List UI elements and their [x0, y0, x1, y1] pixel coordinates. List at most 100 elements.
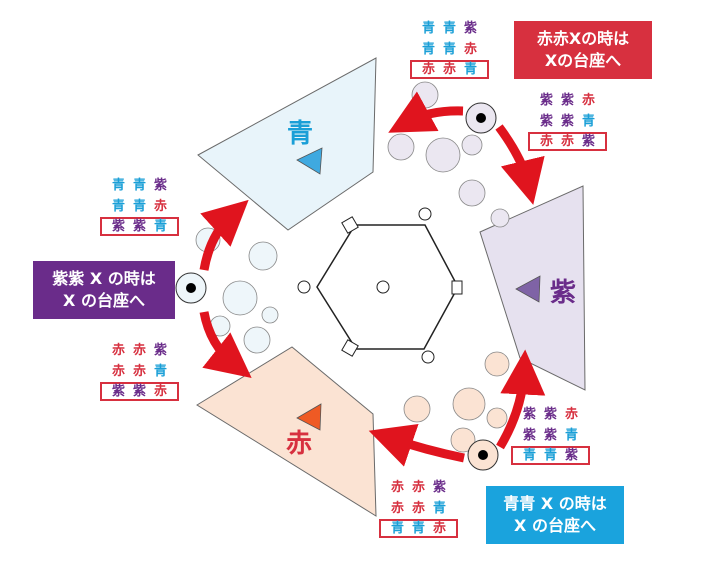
arrow-to-red-lower — [368, 424, 465, 467]
node-left — [175, 272, 207, 304]
combo-glyph: 紫 — [111, 384, 125, 399]
combo-glyph: 紫 — [560, 114, 574, 129]
combo-glyph: 赤 — [539, 134, 553, 149]
combo-glyph: 青 — [153, 219, 167, 234]
red-triangle-marker — [296, 403, 322, 431]
combo-glyph: 紫 — [560, 93, 574, 108]
arrow-to-red-left — [199, 311, 252, 378]
hex-node — [418, 207, 432, 221]
combo-glyph: 紫 — [153, 343, 167, 358]
combo-glyph: 赤 — [111, 364, 125, 379]
combo-row: 赤赤紫 — [387, 477, 458, 498]
combo-glyph: 紫 — [111, 219, 125, 234]
arrow-to-purple — [495, 124, 545, 205]
callout-line: 紫紫 X の時は — [52, 269, 156, 288]
center-dot — [376, 280, 390, 294]
callout-line: X の台座へ — [514, 516, 596, 535]
arrow-to-blue-left — [199, 199, 249, 271]
combo-row: 赤赤紫 — [108, 340, 179, 361]
hex-post — [451, 280, 463, 295]
combo-glyph: 青 — [153, 364, 167, 379]
blue-triangle-marker — [296, 147, 323, 175]
combo-row: 青青赤 — [418, 39, 489, 60]
combo-glyph: 赤 — [463, 42, 477, 57]
combo-glyph: 紫 — [522, 407, 536, 422]
combo-row: 紫紫赤 — [536, 90, 607, 111]
hex-post — [341, 216, 359, 234]
combo-glyph: 赤 — [390, 501, 404, 516]
combo-row: 赤赤青 — [108, 361, 179, 382]
purple-triangle-marker — [515, 275, 541, 303]
combo-list-left-lower: 赤赤紫赤赤青紫紫赤 — [100, 340, 179, 401]
combo-list-bottom: 赤赤紫赤赤青青青赤 — [379, 477, 458, 538]
combo-glyph: 紫 — [564, 448, 578, 463]
hex-node — [297, 280, 311, 294]
combo-glyph: 青 — [390, 521, 404, 536]
combo-row-highlighted: 赤赤紫 — [528, 132, 607, 151]
callout-line: 青青 X の時は — [503, 494, 607, 513]
combo-list-left-upper: 青青紫青青赤紫紫青 — [100, 175, 179, 236]
combo-row: 紫紫赤 — [519, 404, 590, 425]
arrow-to-blue — [388, 91, 464, 133]
combo-row-highlighted: 青青紫 — [511, 446, 590, 465]
combo-glyph: 紫 — [522, 428, 536, 443]
combo-glyph: 赤 — [411, 480, 425, 495]
combo-glyph: 青 — [581, 114, 595, 129]
combo-glyph: 赤 — [411, 501, 425, 516]
red-platform-label: 赤 — [286, 429, 313, 459]
hex-node — [421, 350, 435, 364]
combo-glyph: 赤 — [432, 521, 446, 536]
combo-glyph: 青 — [442, 42, 456, 57]
arrow-to-purple-lower — [496, 349, 546, 450]
combo-glyph: 青 — [432, 501, 446, 516]
combo-row: 青青紫 — [108, 175, 179, 196]
combo-row: 青青赤 — [108, 196, 179, 217]
blue-platform — [197, 57, 377, 231]
combo-glyph: 青 — [543, 448, 557, 463]
bubbles-lower-right — [403, 351, 510, 453]
callout-purple-xx: 紫紫 X の時は X の台座へ — [33, 261, 175, 319]
node-upper-right — [465, 102, 497, 134]
combo-row: 紫紫青 — [519, 425, 590, 446]
combo-row-highlighted: 赤赤青 — [410, 60, 489, 79]
combo-glyph: 紫 — [132, 384, 146, 399]
callout-line: 赤赤Xの時は — [536, 29, 630, 48]
combo-glyph: 青 — [421, 21, 435, 36]
combo-glyph: 赤 — [111, 343, 125, 358]
combo-glyph: 赤 — [153, 384, 167, 399]
combo-glyph: 赤 — [132, 343, 146, 358]
combo-list-right-lower: 紫紫赤紫紫青青青紫 — [511, 404, 590, 465]
combo-glyph: 赤 — [390, 480, 404, 495]
combo-glyph: 紫 — [153, 178, 167, 193]
combo-glyph: 紫 — [539, 93, 553, 108]
combo-list-top: 青青紫青青赤赤赤青 — [410, 18, 489, 79]
combo-glyph: 青 — [463, 62, 477, 77]
combo-glyph: 青 — [522, 448, 536, 463]
combo-glyph: 紫 — [543, 428, 557, 443]
combo-row-highlighted: 紫紫青 — [100, 217, 179, 236]
combo-glyph: 紫 — [539, 114, 553, 129]
combo-row: 青青紫 — [418, 18, 489, 39]
combo-row: 紫紫青 — [536, 111, 607, 132]
callout-line: X の台座へ — [63, 291, 145, 310]
combo-row-highlighted: 青青赤 — [379, 519, 458, 538]
combo-glyph: 紫 — [463, 21, 477, 36]
combo-glyph: 青 — [132, 199, 146, 214]
combo-glyph: 紫 — [543, 407, 557, 422]
combo-glyph: 紫 — [581, 134, 595, 149]
red-platform — [196, 346, 377, 517]
callout-red-xx: 赤赤Xの時は Xの台座へ — [514, 21, 652, 79]
callout-line: Xの台座へ — [544, 51, 622, 70]
combo-glyph: 青 — [421, 42, 435, 57]
combo-glyph: 青 — [111, 178, 125, 193]
bubbles-upper-right — [387, 81, 510, 228]
callout-blue-xx: 青青 X の時は X の台座へ — [486, 486, 624, 544]
combo-glyph: 赤 — [581, 93, 595, 108]
purple-platform-label: 紫 — [550, 278, 577, 308]
hex-post — [341, 339, 359, 357]
combo-glyph: 赤 — [564, 407, 578, 422]
combo-glyph: 赤 — [132, 364, 146, 379]
combo-glyph: 青 — [132, 178, 146, 193]
